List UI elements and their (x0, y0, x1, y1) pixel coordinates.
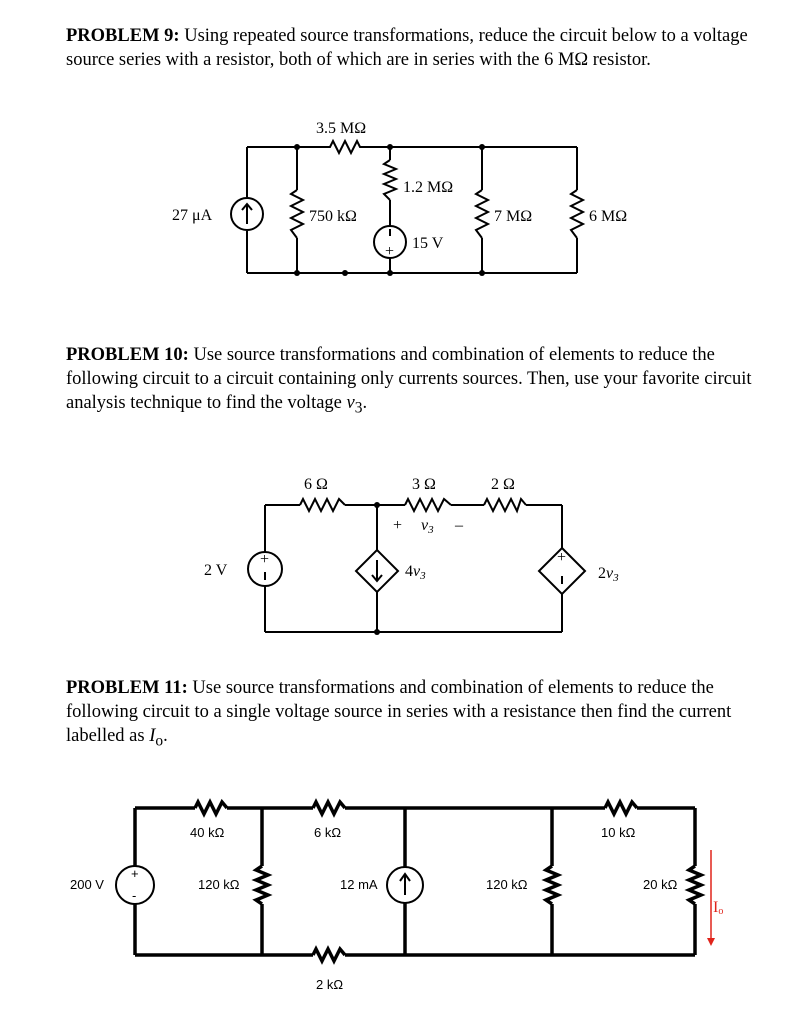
c10-label-r-3: 3 Ω (412, 476, 436, 493)
c10-voltage-source (247, 551, 283, 587)
c9-node (479, 144, 485, 150)
c11-resistor-6k (311, 798, 347, 818)
c10-v3-plus: + (393, 517, 402, 534)
problem-10-text: Use source transformations and combinati… (66, 345, 752, 413)
c10-v3-name: v3 (421, 517, 434, 536)
arrow-down-icon (707, 938, 715, 946)
c9-node (294, 270, 300, 276)
c9-resistor-6m (568, 189, 586, 239)
c9-label-vs: 15 V (412, 235, 444, 252)
c10-label-v: 2 V (204, 562, 228, 579)
c11-label-is: 12 mA (340, 877, 378, 892)
c9-resistor-1-2m (381, 159, 399, 201)
c11-label-r-2: 2 kΩ (316, 977, 343, 992)
c11-label-r-40: 40 kΩ (190, 825, 225, 840)
c9-resistor-7m (473, 189, 491, 239)
problem-10-statement: PROBLEM 10: Use source transformations a… (66, 343, 766, 421)
problem-11-text: Use source transformations and combinati… (66, 678, 732, 746)
c11-vs-minus: - (132, 888, 136, 903)
c10-vs-plus: + (260, 551, 269, 568)
c9-voltage-source (373, 225, 407, 259)
c11-label-r-20: 20 kΩ (643, 877, 678, 892)
c10-label-r-6: 6 Ω (304, 476, 328, 493)
c9-label-r-1-2: 1.2 MΩ (403, 179, 453, 196)
c10-resistor-3 (404, 496, 452, 514)
problem-11-var: I (149, 726, 156, 746)
c10-label-r-2: 2 Ω (491, 476, 515, 493)
c9-node (479, 270, 485, 276)
c11-label-r-120b: 120 kΩ (486, 877, 528, 892)
c9-vs-plus: + (385, 243, 394, 260)
c11-resistor-2k (311, 945, 347, 965)
problem-10-var: v (346, 393, 355, 413)
c9-resistor-750k (288, 189, 306, 239)
problem-10-var-sub: 3 (354, 399, 363, 417)
arrow-up-icon (399, 872, 411, 895)
c10-dvs-plus: + (557, 549, 566, 566)
c10-dependent-voltage-source (537, 546, 587, 596)
c9-label-r-7: 7 MΩ (494, 208, 532, 225)
c11-resistor-40k (193, 798, 229, 818)
c9-resistor-3-5m (297, 138, 365, 156)
c9-label-r-6: 6 MΩ (589, 208, 627, 225)
c11-label-r-10: 10 kΩ (601, 825, 636, 840)
c11-label-r-120a: 120 kΩ (198, 877, 240, 892)
c11-resistor-120k-b (541, 864, 563, 906)
c11-label-r-6: 6 kΩ (314, 825, 341, 840)
c10-dep-i-label: 4v3 (405, 563, 426, 582)
problem-10-heading: PROBLEM 10: (66, 345, 189, 365)
c11-voltage-source (115, 865, 155, 905)
problem-11-statement: PROBLEM 11: Use source transformations a… (66, 676, 766, 754)
problem-11-heading: PROBLEM 11: (66, 678, 188, 698)
c10-node (374, 502, 380, 508)
c9-label-r-750: 750 kΩ (309, 208, 357, 225)
problem-11-period: . (163, 726, 168, 746)
c11-resistor-120k-a (251, 864, 273, 906)
c11-label-v: 200 V (70, 877, 104, 892)
c9-label-current: 27 μA (172, 207, 213, 224)
c10-resistor-6 (299, 496, 346, 514)
c11-resistor-10k (603, 798, 639, 818)
c9-node (387, 270, 393, 276)
c10-dep-v-label: 2v3 (598, 565, 619, 584)
c9-node (387, 144, 393, 150)
c10-resistor-2 (483, 496, 527, 514)
c11-label-io: Io (713, 899, 723, 917)
c9-label-r-top: 3.5 MΩ (316, 120, 366, 137)
circuit-10: + + 6 Ω 3 Ω 2 Ω 2 V + v3 – 4v3 2v3 (204, 476, 619, 635)
problem-9-heading: PROBLEM 9: (66, 26, 180, 46)
c11-resistor-20k (684, 864, 706, 906)
c10-node (374, 629, 380, 635)
problem-10-period: . (362, 393, 368, 413)
c11-vs-plus: + (131, 866, 139, 881)
circuit-9: + 27 μA 3.5 MΩ 750 kΩ 1.2 MΩ 15 V 7 MΩ 6… (172, 120, 627, 276)
problem-11-var-sub: o (155, 732, 164, 750)
c9-node (342, 270, 348, 276)
arrow-down-icon (371, 560, 383, 583)
problem-9-text: Using repeated source transformations, r… (66, 26, 748, 70)
problem-9-statement: PROBLEM 9: Using repeated source transfo… (66, 24, 766, 72)
c10-v3-minus: – (454, 517, 464, 534)
arrow-up-icon (241, 202, 253, 224)
